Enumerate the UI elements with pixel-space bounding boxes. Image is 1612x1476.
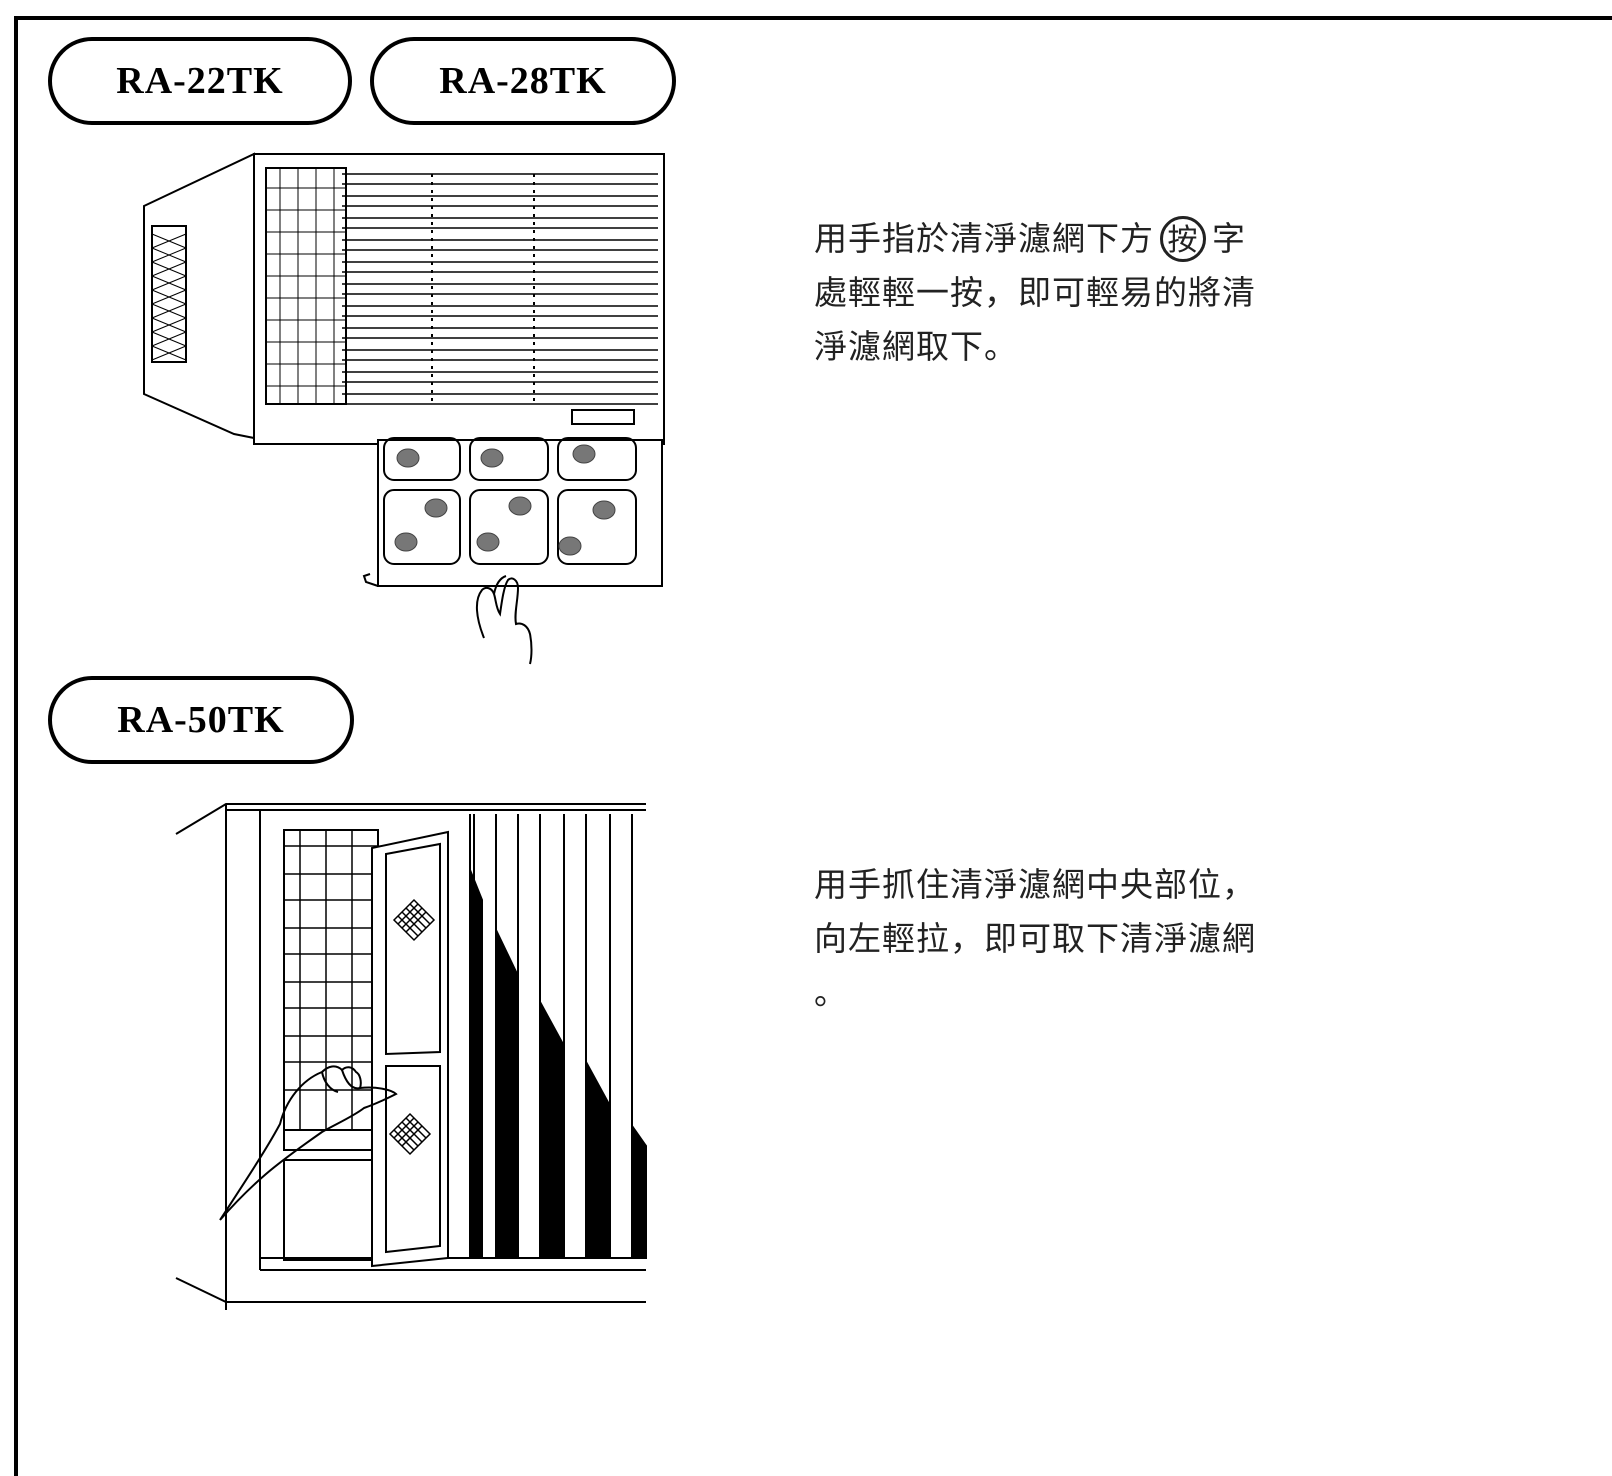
circled-press-char: 按 <box>1160 216 1206 262</box>
air-conditioner-filter-press-illustration <box>143 152 665 665</box>
air-conditioner-filter-pull-illustration <box>175 803 647 1310</box>
instruction-line: 向左輕拉，即可取下清淨濾網 <box>814 919 1256 958</box>
model-label-ra50tk: RA-50TK <box>48 676 354 764</box>
instruction-line: 處輕輕一按，即可輕易的將清 <box>814 273 1256 312</box>
instruction-step-1: 用手指於清淨濾網下方按字 處輕輕一按，即可輕易的將清 淨濾網取下。 <box>814 212 1256 374</box>
instruction-line: 用手抓住清淨濾網中央部位， <box>814 865 1256 904</box>
model-label-text: RA-28TK <box>439 60 607 102</box>
model-label-ra28tk: RA-28TK <box>370 37 676 125</box>
model-label-text: RA-22TK <box>116 60 284 102</box>
instruction-line: 淨濾網取下。 <box>814 327 1018 366</box>
instruction-text: 用手指於清淨濾網下方 <box>814 219 1154 258</box>
model-label-ra22tk: RA-22TK <box>48 37 352 125</box>
model-label-text: RA-50TK <box>117 699 285 741</box>
instruction-line: 用手指於清淨濾網下方按字 <box>814 212 1256 266</box>
instruction-line: 。 <box>814 973 848 1012</box>
instruction-step-2: 用手抓住清淨濾網中央部位， 向左輕拉，即可取下清淨濾網 。 <box>814 858 1256 1020</box>
page-frame <box>14 16 1612 1476</box>
instruction-text: 字 <box>1212 219 1246 258</box>
